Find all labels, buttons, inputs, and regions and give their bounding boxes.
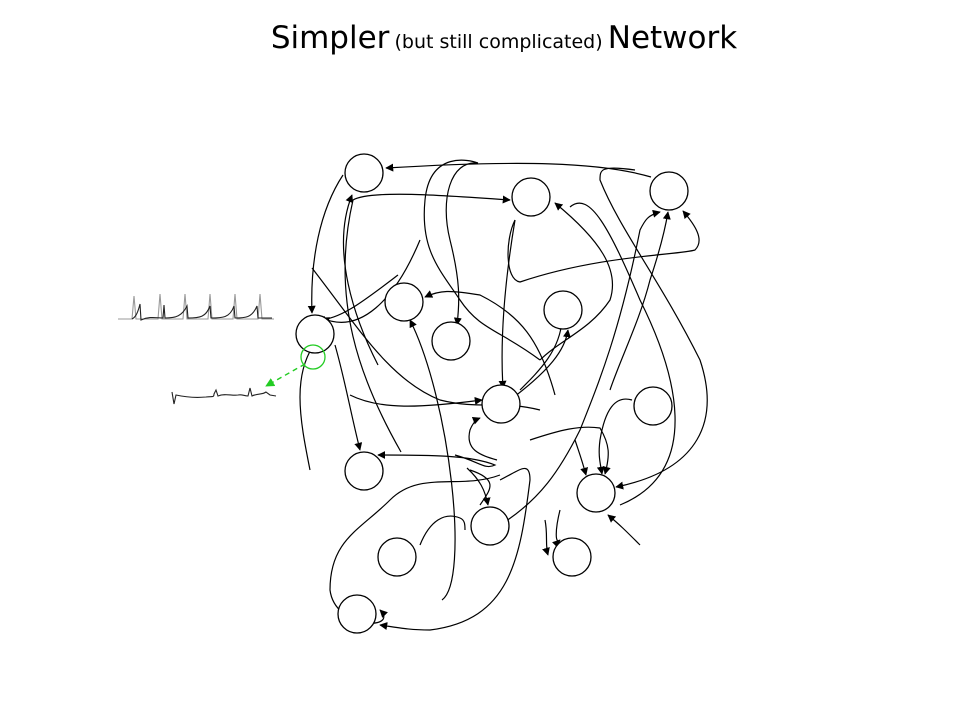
neuron	[481, 384, 521, 424]
connection	[574, 439, 589, 476]
neuron	[470, 506, 510, 546]
connection	[349, 394, 483, 407]
psp-trace	[171, 387, 277, 405]
neuron-input	[295, 314, 335, 354]
connection	[509, 329, 571, 401]
connection	[607, 514, 641, 546]
neuron	[552, 537, 592, 577]
neuron	[649, 171, 689, 211]
connection	[321, 239, 421, 325]
connection	[498, 219, 516, 389]
neuron	[384, 282, 424, 322]
neuron	[431, 321, 471, 361]
neuron	[344, 153, 384, 193]
title-part-network: Network	[607, 20, 738, 56]
connection	[385, 162, 652, 178]
connection	[419, 515, 466, 546]
connection	[499, 209, 661, 526]
connection	[344, 193, 511, 453]
connection	[539, 202, 614, 361]
neurons	[295, 153, 689, 634]
neuron	[633, 386, 673, 426]
connection	[542, 519, 550, 556]
neuron	[344, 451, 384, 491]
neuron	[511, 177, 551, 217]
connection	[507, 210, 700, 283]
connection	[609, 211, 671, 391]
highlighted-synapse	[300, 344, 326, 370]
connection	[334, 344, 363, 451]
neuron	[576, 473, 616, 513]
title-part-aside: (but still complicated)	[394, 31, 603, 53]
connection	[379, 467, 531, 631]
connection	[409, 319, 456, 601]
neuron	[337, 594, 377, 634]
connection	[342, 194, 379, 366]
connection	[424, 290, 556, 396]
connections	[299, 159, 708, 631]
neuron	[377, 537, 417, 577]
connection	[569, 202, 676, 506]
connection	[307, 174, 344, 314]
neuron	[543, 290, 583, 330]
connection	[299, 336, 321, 471]
connection	[466, 467, 491, 506]
connection	[468, 416, 498, 461]
connection	[469, 469, 491, 506]
connection	[377, 451, 497, 468]
page-title: Simpler (but still complicated) Network	[0, 20, 960, 56]
connection	[552, 509, 561, 548]
connection	[423, 159, 541, 361]
spike-train-trace	[118, 293, 274, 321]
connection	[599, 167, 708, 490]
recording-arrow	[265, 363, 306, 387]
title-part-simpler: Simpler	[270, 20, 390, 56]
connection	[596, 398, 633, 475]
connection	[529, 426, 611, 475]
connection	[445, 162, 479, 326]
